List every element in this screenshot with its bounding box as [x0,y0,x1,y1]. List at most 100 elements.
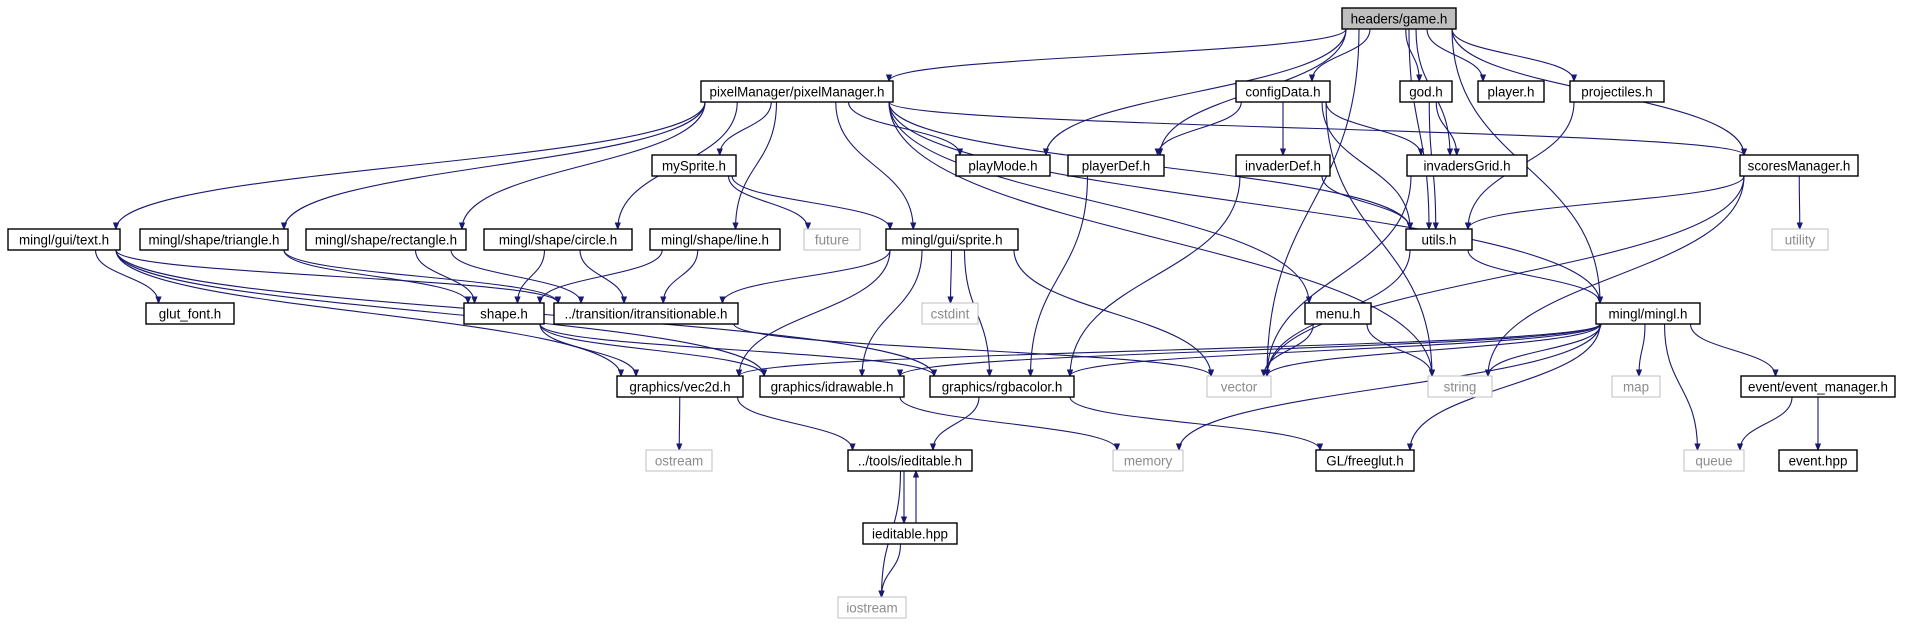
edge-rectangle-to-itransitionable [450,249,581,303]
node-box-utils [1405,228,1473,251]
node-mySprite[interactable]: mySprite.h [651,154,737,177]
edge-text-to-glut_font [94,249,159,303]
node-invaderDef[interactable]: invaderDef.h [1235,154,1331,177]
node-menu[interactable]: menu.h [1304,302,1372,325]
node-box-event_manager [1740,375,1896,398]
node-label-future: future [815,233,849,248]
node-utils[interactable]: utils.h [1405,228,1473,251]
node-circle[interactable]: mingl/shape/circle.h [483,228,633,251]
node-box-memory [1112,449,1184,472]
node-vec2d[interactable]: graphics/vec2d.h [616,375,744,398]
edge-mingl-to-rgbacolor [1070,323,1601,377]
node-idrawable[interactable]: graphics/idrawable.h [759,375,905,398]
node-box-menu [1304,302,1372,325]
edge-invaderDef-to-rgbacolor [1070,175,1241,376]
edge-shape-to-idrawable [539,323,764,376]
edge-shape-to-rgbacolor [539,323,934,376]
edge-itransitionable-to-vector [733,323,1211,377]
node-god[interactable]: god.h [1399,80,1453,103]
node-glut_font[interactable]: glut_font.h [145,302,235,325]
node-box-god [1399,80,1453,103]
edge-mySprite-to-future [727,175,809,229]
edge-game-to-pixelManager [889,28,1347,82]
node-label-rectangle: mingl/shape/rectangle.h [315,233,457,248]
edge-game-to-god [1405,28,1420,81]
node-ostream: ostream [645,449,713,472]
node-label-invaderDef: invaderDef.h [1245,159,1321,174]
node-label-invadersGrid: invadersGrid.h [1423,159,1510,174]
node-label-playMode: playMode.h [968,159,1037,174]
edge-scoresManager-to-utils [1468,175,1745,229]
node-triangle[interactable]: mingl/shape/triangle.h [139,228,289,251]
node-projectiles[interactable]: projectiles.h [1569,80,1665,103]
node-label-glut_font: glut_font.h [159,307,222,322]
node-label-god: god.h [1409,85,1443,100]
edge-pixelManager-to-mySprite [720,101,772,155]
node-event_hpp[interactable]: event.hpp [1778,449,1858,472]
node-box-utility [1771,228,1829,251]
edges-layer [94,28,1819,597]
node-box-future [803,228,861,251]
edge-game-to-configData [1312,28,1371,81]
edge-pixelManager-to-text [116,101,706,229]
edge-configData-to-invadersGrid [1325,101,1421,155]
edge-triangle-to-itransitionable [283,249,558,303]
node-event_manager[interactable]: event/event_manager.h [1740,375,1896,398]
edge-idrawable-to-memory [899,396,1117,450]
node-ieditable_h[interactable]: ../tools/ieditable.h [847,449,973,472]
edge-game-to-player [1426,28,1483,81]
node-scoresManager[interactable]: scoresManager.h [1739,154,1859,177]
node-box-playerDef [1067,154,1165,177]
node-shape[interactable]: shape.h [463,302,545,325]
node-configData[interactable]: configData.h [1235,80,1331,103]
edge-mingl-to-vec2d [739,323,1601,377]
node-label-string: string [1444,380,1477,395]
edge-pixelManager-to-menu [888,101,1309,303]
edge-text-to-idrawable [115,249,764,376]
node-playMode[interactable]: playMode.h [955,154,1051,177]
node-box-triangle [139,228,289,251]
edge-playerDef-to-rgbacolor [1031,175,1089,376]
node-box-itransitionable [553,302,739,325]
node-box-map [1611,375,1661,398]
node-label-memory: memory [1124,454,1173,469]
node-rectangle[interactable]: mingl/shape/rectangle.h [305,228,467,251]
node-box-glut_font [145,302,235,325]
node-game[interactable]: headers/game.h [1341,7,1457,30]
edge-rectangle-to-shape [414,249,475,303]
node-text[interactable]: mingl/gui/text.h [7,228,121,251]
edge-pixelManager-to-triangle [284,101,706,229]
edge-game-to-utils [1408,28,1429,229]
node-box-line [649,228,781,251]
node-future: future [803,228,861,251]
node-mingl[interactable]: mingl/mingl.h [1595,302,1701,325]
node-playerDef[interactable]: playerDef.h [1067,154,1165,177]
node-label-iostream: iostream [846,601,897,616]
edge-rgbacolor-to-freeglut [1069,396,1320,450]
node-sprite[interactable]: mingl/gui/sprite.h [885,228,1019,251]
node-label-rgbacolor: graphics/rgbacolor.h [942,380,1063,395]
edge-utils-to-mingl [1467,249,1600,303]
edge-text-to-vec2d [115,249,621,376]
node-box-freeglut [1315,449,1415,472]
node-line[interactable]: mingl/shape/line.h [649,228,781,251]
node-label-triangle: mingl/shape/triangle.h [148,233,279,248]
node-freeglut[interactable]: GL/freeglut.h [1315,449,1415,472]
node-ieditable_hpp[interactable]: ieditable.hpp [862,522,958,545]
node-player[interactable]: player.h [1477,80,1545,103]
edge-pixelManager-to-mingl [888,101,1600,303]
node-box-playMode [955,154,1051,177]
edge-mingl-to-string [1488,323,1602,376]
node-label-sprite: mingl/gui/sprite.h [901,233,1002,248]
node-invadersGrid[interactable]: invadersGrid.h [1406,154,1528,177]
node-rgbacolor[interactable]: graphics/rgbacolor.h [929,375,1075,398]
node-pixelManager[interactable]: pixelManager/pixelManager.h [700,80,894,103]
node-label-itransitionable: ../transition/itransitionable.h [564,307,727,322]
node-box-event_hpp [1778,449,1858,472]
node-box-mySprite [651,154,737,177]
node-itransitionable[interactable]: ../transition/itransitionable.h [553,302,739,325]
edge-pixelManager-to-sprite [835,101,914,229]
node-vector: vector [1206,375,1272,398]
edge-line-to-itransitionable [663,249,699,303]
node-label-utils: utils.h [1422,233,1457,248]
